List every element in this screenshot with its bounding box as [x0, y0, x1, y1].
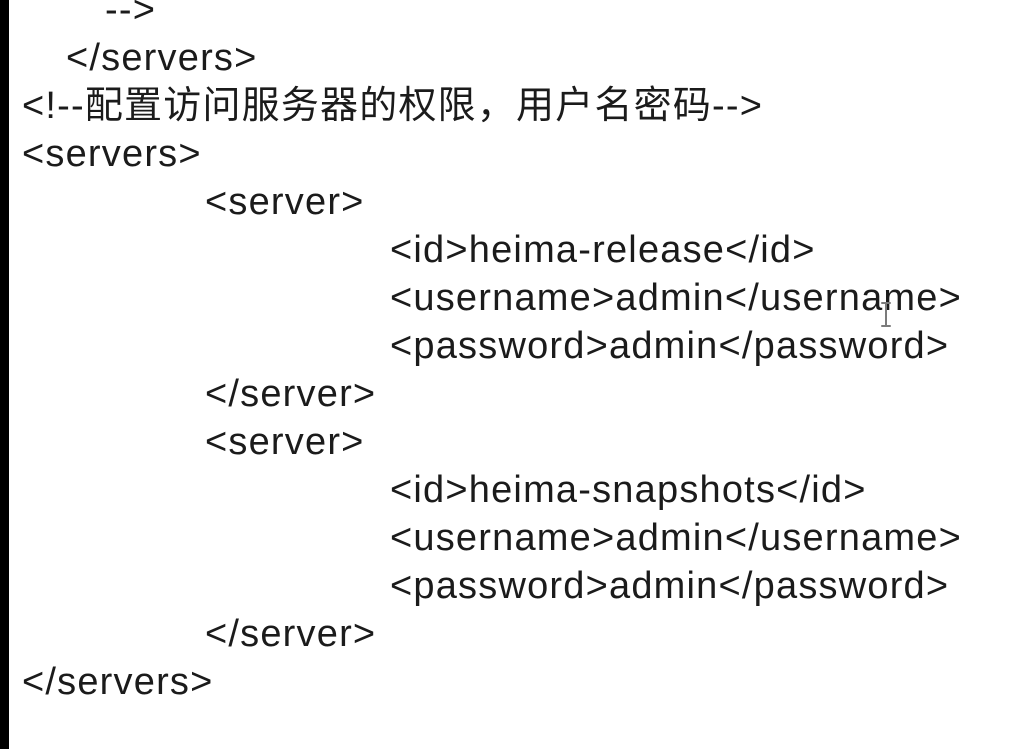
- code-line[interactable]: <username>admin</username>: [390, 517, 962, 559]
- code-line-comment[interactable]: <!--配置访问服务器的权限，用户名密码-->: [22, 85, 764, 127]
- code-line[interactable]: <id>heima-snapshots</id>: [390, 469, 867, 511]
- code-line[interactable]: </servers>: [66, 37, 258, 79]
- code-line[interactable]: <username>admin</username>: [390, 277, 962, 319]
- code-line[interactable]: <password>admin</password>: [390, 565, 950, 607]
- code-line[interactable]: -->: [105, 0, 157, 31]
- code-line[interactable]: <server>: [205, 421, 365, 463]
- text-cursor-icon: [879, 301, 893, 333]
- code-line[interactable]: <password>admin</password>: [390, 325, 950, 367]
- code-line[interactable]: <id>heima-release</id>: [390, 229, 816, 271]
- code-line[interactable]: </servers>: [22, 661, 214, 703]
- code-line[interactable]: <server>: [205, 181, 365, 223]
- letterbox-left-bar: [0, 0, 9, 749]
- xml-settings-text: --> </servers> <!--配置访问服务器的权限，用户名密码--> <…: [22, 0, 962, 703]
- code-line[interactable]: </server>: [205, 613, 377, 655]
- code-line[interactable]: </server>: [205, 373, 377, 415]
- code-line[interactable]: <servers>: [22, 133, 202, 175]
